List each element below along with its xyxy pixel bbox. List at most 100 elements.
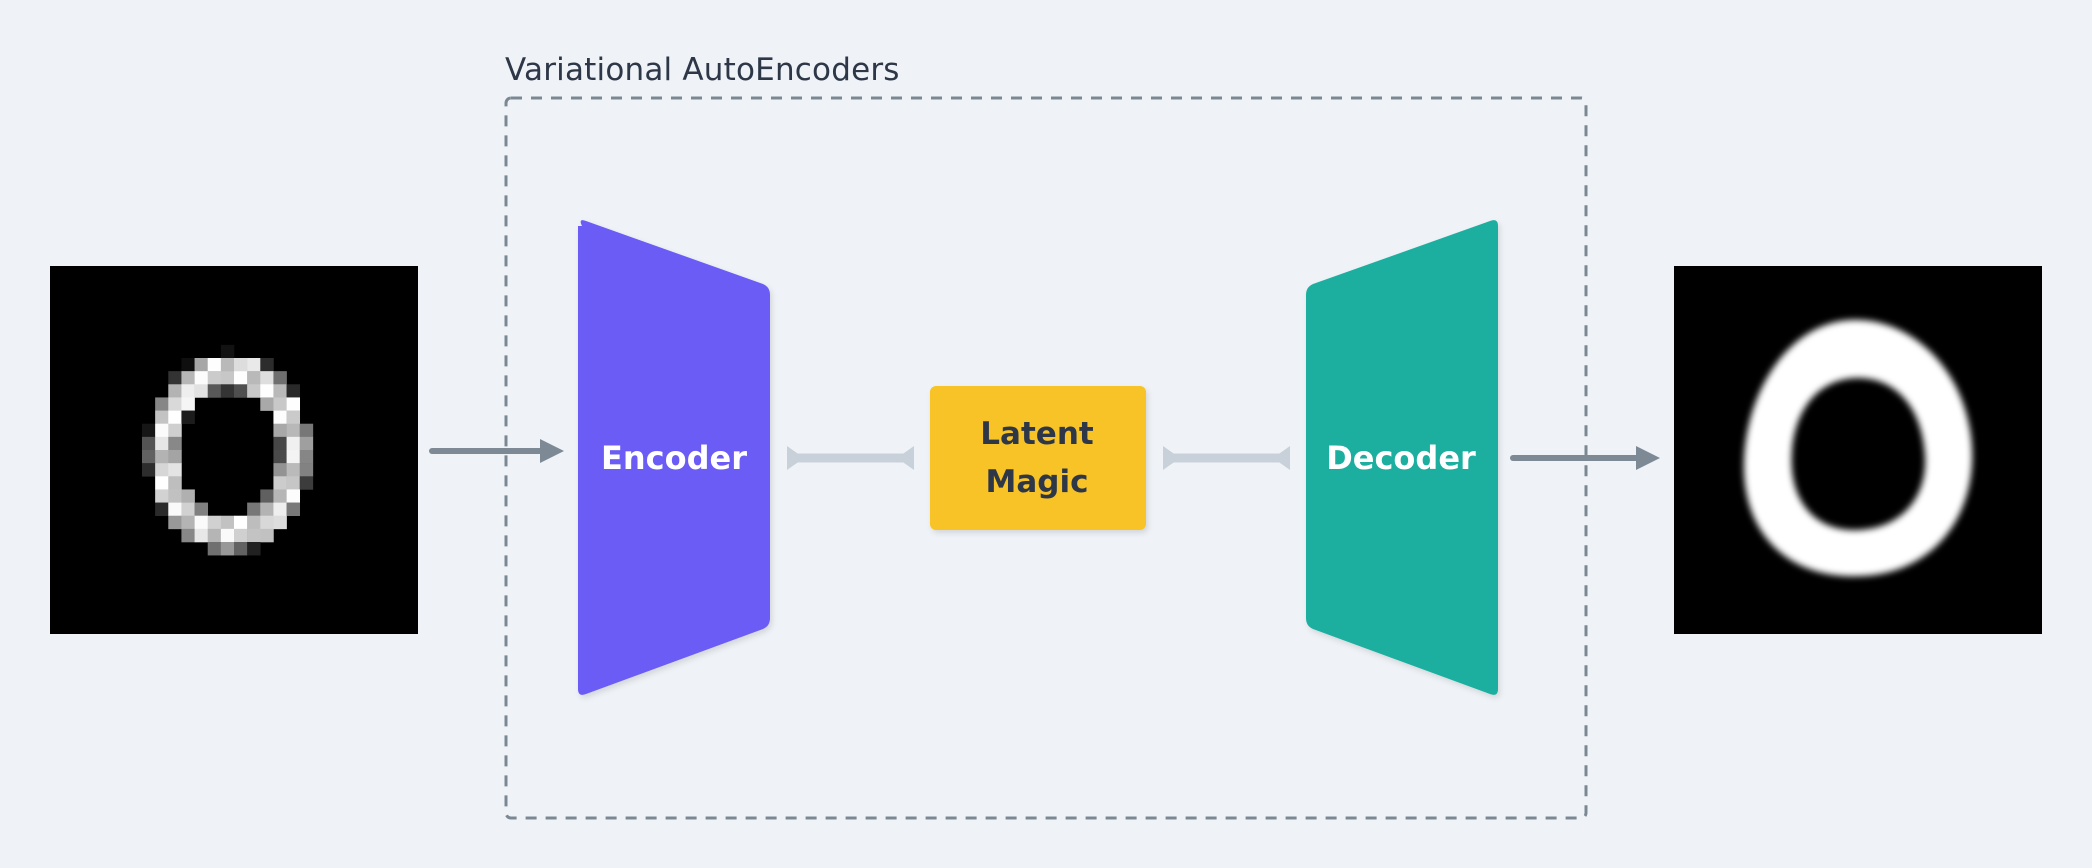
digit-pixel [168, 476, 182, 490]
digit-pixel [247, 528, 261, 543]
output-arrow [1510, 446, 1660, 470]
vae-container-border [504, 96, 1588, 820]
digit-pixel [247, 542, 261, 556]
digit-pixel [181, 371, 195, 385]
digit-pixel [181, 528, 195, 543]
digit-pixel [207, 384, 222, 398]
digit-pixel [260, 371, 274, 385]
digit-pixel [273, 423, 287, 438]
digit-pixel [286, 476, 301, 490]
digit-pixel [273, 410, 287, 425]
digit-pixel [286, 450, 301, 464]
digit-pixel [168, 450, 182, 464]
digit-pixel [155, 410, 169, 425]
digit-pixel [273, 436, 287, 451]
digit-pixel [234, 384, 248, 398]
digit-pixel [142, 423, 156, 438]
digit-pixel [247, 384, 261, 398]
digit-pixel [168, 384, 182, 398]
input-digit-image [50, 266, 418, 634]
digit-pixel [299, 463, 314, 477]
digit-pixel [168, 410, 182, 425]
digit-pixel [181, 515, 195, 530]
digit-pixel [207, 515, 222, 530]
digit-pixel [168, 371, 182, 385]
digit-pixel [260, 489, 274, 503]
digit-pixel [155, 489, 169, 503]
decoder-block[interactable] [1306, 220, 1498, 695]
digit-pixel [247, 358, 261, 372]
digit-pixel [181, 489, 195, 503]
digit-pixel [142, 463, 156, 477]
digit-pixel [168, 515, 182, 530]
digit-pixel [286, 436, 301, 451]
digit-pixel [194, 515, 209, 530]
output-digit-image [1674, 266, 2042, 634]
digit-pixel [234, 515, 248, 530]
digit-pixel [155, 476, 169, 490]
encoder-block[interactable] [578, 220, 770, 695]
digit-pixel [273, 476, 287, 490]
digit-pixel [142, 450, 156, 464]
digit-pixel [247, 502, 261, 517]
digit-pixel [286, 410, 301, 425]
digit-pixel [260, 384, 274, 398]
digit-pixel [286, 463, 301, 477]
digit-pixel [234, 542, 248, 556]
digit-pixel [273, 397, 287, 411]
digit-pixel [155, 450, 169, 464]
digit-pixel [168, 463, 182, 477]
digit-pixel [286, 502, 301, 517]
digit-pixel [181, 410, 195, 425]
digit-pixel [260, 358, 274, 372]
digit-pixel [260, 397, 274, 411]
digit-pixel [220, 542, 235, 556]
digit-pixel [299, 476, 314, 490]
digit-pixel [273, 502, 287, 517]
decoder-label: Decoder [1326, 439, 1476, 477]
digit-pixel [234, 358, 248, 372]
digit-pixel [155, 502, 169, 517]
digit-pixel [194, 528, 209, 543]
digit-pixel [286, 397, 301, 411]
digit-pixel [234, 371, 248, 385]
encoder-label: Encoder [601, 439, 747, 477]
digit-pixel [207, 542, 222, 556]
digit-pixel [155, 436, 169, 451]
latent-magic-block[interactable] [930, 386, 1146, 530]
vae-title: Variational AutoEncoders [505, 52, 900, 88]
digit-pixel [220, 371, 235, 385]
digit-pixel [273, 384, 287, 398]
digit-pixel [181, 384, 195, 398]
encoder-latent-connector [787, 446, 914, 470]
digit-pixel [286, 384, 301, 398]
digit-pixel [273, 450, 287, 464]
digit-pixel [168, 436, 182, 451]
digit-pixel [286, 423, 301, 438]
digit-pixel [220, 528, 235, 543]
digit-pixel [247, 515, 261, 530]
digit-pixel [168, 489, 182, 503]
digit-pixel [273, 515, 287, 530]
input-arrow [429, 439, 564, 463]
digit-pixel [194, 384, 209, 398]
digit-pixel [181, 358, 195, 372]
digit-pixel [194, 371, 209, 385]
digit-pixel [207, 528, 222, 543]
digit-pixel [260, 515, 274, 530]
latent-label-line2: Magic [985, 464, 1089, 500]
digit-pixel [194, 358, 209, 372]
digit-pixel [220, 384, 235, 398]
digit-pixel [168, 502, 182, 517]
digit-pixel [286, 489, 301, 503]
digit-pixel [273, 463, 287, 477]
digit-pixel [273, 371, 287, 385]
digit-pixel [260, 502, 274, 517]
digit-pixel [181, 397, 195, 411]
digit-pixel [207, 371, 222, 385]
latent-label: Latent Magic [980, 410, 1093, 506]
digit-pixel [299, 436, 314, 451]
digit-pixel [220, 515, 235, 530]
digit-pixel [299, 423, 314, 438]
